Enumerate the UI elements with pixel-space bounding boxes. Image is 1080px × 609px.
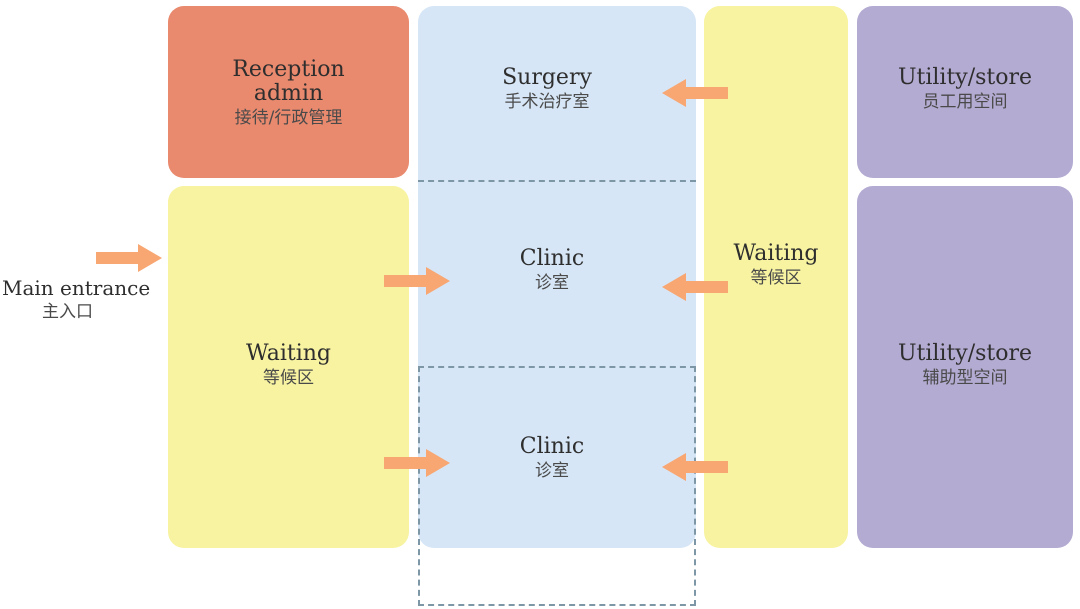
main-entrance-label: Main entrance	[2, 276, 151, 300]
surgery-staff-entry-arrow-icon	[662, 79, 728, 107]
utility-top-label: Utility/store	[897, 65, 1033, 90]
reception-admin-room: Reception admin 接待/行政管理	[168, 6, 409, 178]
waiting-left-zh-label: 等候区	[263, 368, 314, 388]
clinical-column	[418, 6, 696, 548]
surgery-room: Surgery 手术治疗室	[418, 66, 676, 113]
entrance-arrow-icon	[96, 244, 162, 272]
utility-bottom-label: Utility/store	[897, 341, 1033, 366]
clinic-lower-label: Clinic	[519, 434, 585, 459]
clinic-lower-entry-arrow-icon	[384, 449, 450, 477]
utility-bottom-zh-label: 辅助型空间	[922, 368, 1008, 388]
waiting-area-left: Waiting 等候区	[168, 186, 409, 548]
clinic-upper-zh-label: 诊室	[535, 273, 569, 293]
utility-store-support: Utility/store 辅助型空间	[857, 186, 1073, 548]
utility-store-staff: Utility/store 员工用空间	[857, 6, 1073, 178]
waiting-left-label: Waiting	[246, 341, 331, 366]
clinic-room-lower: Clinic 诊室	[418, 435, 686, 482]
main-entrance-zh-label: 主入口	[42, 302, 93, 322]
surgery-label: Surgery	[502, 65, 592, 90]
waiting-right-label: Waiting	[733, 241, 819, 266]
clinic-lower-zh-label: 诊室	[535, 461, 569, 481]
clinic-lower-staff-entry-arrow-icon	[662, 453, 728, 481]
lower-clinic-dashed-outline	[418, 366, 696, 606]
clinic-upper-staff-entry-arrow-icon	[662, 273, 728, 301]
reception-label: Reception	[232, 57, 345, 82]
clinic-upper-label: Clinic	[519, 246, 585, 271]
clinic-room-upper: Clinic 诊室	[418, 247, 686, 294]
waiting-area-right: Waiting 等候区	[704, 6, 848, 548]
surgery-clinic-divider	[418, 180, 696, 182]
admin-label: admin	[253, 81, 324, 106]
waiting-right-zh-label: 等候区	[750, 268, 802, 288]
surgery-zh-label: 手术治疗室	[504, 92, 590, 112]
utility-top-zh-label: 员工用空间	[922, 92, 1008, 112]
main-entrance: Main entrance 主入口	[2, 276, 162, 323]
reception-admin-zh-label: 接待/行政管理	[234, 108, 343, 128]
clinic-upper-entry-arrow-icon	[384, 267, 450, 295]
